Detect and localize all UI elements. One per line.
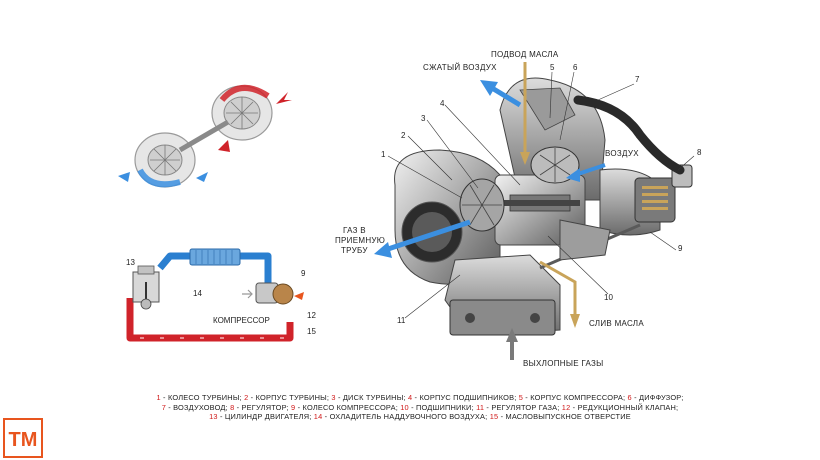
- legend-text: - РЕДУКЦИОННЫЙ КЛАПАН;: [570, 402, 679, 412]
- legend-number: 1: [156, 393, 161, 402]
- callout-3: 3: [421, 114, 426, 123]
- compressed-air-arrow: [490, 85, 522, 108]
- legend-text: - ПОДШИПНИКИ;: [408, 402, 477, 412]
- legend-text: - МАСЛОВЫПУСКНОЕ ОТВЕРСТИЕ: [498, 412, 631, 421]
- legend-text: - РЕГУЛЯТОР;: [234, 402, 292, 412]
- tm-logo: TM: [3, 418, 43, 458]
- oil-drain-arrow: [539, 260, 577, 318]
- wastegate-actuator: [599, 164, 693, 236]
- gas-to-pipe-arrow: [384, 219, 471, 253]
- mini-turbine-wheel: [134, 132, 196, 188]
- compressed-air-label: СЖАТЫЙ ВОЗДУХ: [423, 63, 497, 72]
- mini-turbo-unit: [242, 282, 304, 305]
- legend-number: 11: [476, 402, 485, 412]
- callout-7: 7: [635, 75, 640, 84]
- oil-supply-label: ПОДВОД МАСЛА: [491, 50, 559, 59]
- mini-blue-arrow-2: [196, 172, 208, 182]
- legend-text: - КОРПУС ПОДШИПНИКОВ;: [412, 393, 519, 402]
- callout-1: 1: [381, 150, 386, 159]
- legend-line-3: 13 - ЦИЛИНДР ДВИГАТЕЛЯ; 14 - ОХЛАДИТЕЛЬ …: [80, 412, 760, 422]
- mini-red-arrow-mid: [218, 140, 230, 152]
- engine-cylinder: [132, 265, 160, 310]
- legend-number: 12: [561, 402, 571, 412]
- legend-number: 15: [489, 412, 499, 421]
- logo-text: TM: [9, 429, 38, 451]
- callout-8: 8: [697, 148, 702, 157]
- legend-number: 7: [161, 402, 166, 412]
- legend-text: - КОРПУС КОМПРЕССОРА;: [523, 393, 628, 402]
- gas-to-pipe-label-1: ГАЗ В: [343, 226, 366, 235]
- intercooler: [189, 248, 241, 266]
- legend-number: 8: [230, 402, 235, 412]
- legend-number: 5: [518, 393, 524, 402]
- callout-9-small: 9: [301, 269, 306, 278]
- air-duct: [573, 95, 685, 175]
- gas-to-pipe-label-2: ПРИЕМНУЮ: [335, 236, 386, 245]
- legend-text: - ДИСК ТУРБИНЫ;: [335, 393, 408, 402]
- gas-to-pipe-label-3: ТРУБУ: [341, 246, 368, 255]
- callout-15: 15: [307, 327, 316, 336]
- legend-text: - КОЛЕСО ТУРБИНЫ;: [160, 393, 245, 402]
- legend-number: 13: [209, 412, 218, 421]
- oil-drain-label: СЛИВ МАСЛА: [589, 319, 644, 328]
- exhaust-loop: [126, 298, 294, 342]
- mini-red-arrow-up: [276, 92, 292, 104]
- callout-10: 10: [604, 293, 613, 302]
- legend-text: - КОРПУС ТУРБИНЫ;: [248, 393, 332, 402]
- legend-number: 14: [313, 412, 323, 421]
- legend-text: - ЦИЛИНДР ДВИГАТЕЛЯ;: [217, 412, 314, 421]
- turbine-wheel: [459, 178, 505, 232]
- mini-compressor-wheel: [211, 85, 273, 141]
- callout-13: 13: [126, 258, 135, 267]
- legend-text: - РЕГУЛЯТОР ГАЗА;: [484, 402, 562, 412]
- gas-regulator: [444, 254, 561, 336]
- callout-11: 11: [397, 316, 406, 325]
- legend-number: 9: [291, 402, 296, 412]
- intake-loop: [157, 252, 272, 283]
- legend-number: 6: [627, 393, 632, 402]
- callout-9: 9: [678, 244, 683, 253]
- callout-14: 14: [193, 289, 202, 298]
- legend-text: - КОЛЕСО КОМПРЕССОРА;: [295, 402, 401, 412]
- compressor-wheel: [530, 146, 580, 184]
- callout-2: 2: [401, 131, 406, 140]
- legend-number: 10: [400, 402, 409, 412]
- legend-number: 3: [331, 393, 336, 402]
- callout-6: 6: [573, 63, 578, 72]
- legend-text: - ОХЛАДИТЕЛЬ НАДДУВОЧНОГО ВОЗДУХА;: [322, 412, 490, 421]
- legend-number: 2: [244, 393, 249, 402]
- legend-text: - ВОЗДУХОВОД;: [166, 402, 231, 412]
- mini-shaft: [178, 119, 230, 153]
- exhaust-outlet: [559, 219, 611, 261]
- callout-4: 4: [440, 99, 445, 108]
- compressor-label: КОМПРЕССОР: [213, 316, 270, 325]
- legend-line-2: 7 - ВОЗДУХОВОД; 8 - РЕГУЛЯТОР; 9 - КОЛЕС…: [80, 403, 760, 413]
- legend-number: 4: [407, 393, 413, 402]
- air-label: ВОЗДУХ: [605, 149, 639, 158]
- exhaust-label: ВЫХЛОПНЫЕ ГАЗЫ: [523, 359, 604, 368]
- legend-line-1: 1 - КОЛЕСО ТУРБИНЫ; 2 - КОРПУС ТУРБИНЫ; …: [80, 393, 760, 403]
- mini-blue-arrow: [118, 172, 130, 182]
- callout-5: 5: [550, 63, 555, 72]
- callout-12: 12: [307, 311, 316, 320]
- legend-text: - ДИФФУЗОР;: [631, 393, 684, 402]
- legend: 1 - КОЛЕСО ТУРБИНЫ; 2 - КОРПУС ТУРБИНЫ; …: [80, 393, 760, 422]
